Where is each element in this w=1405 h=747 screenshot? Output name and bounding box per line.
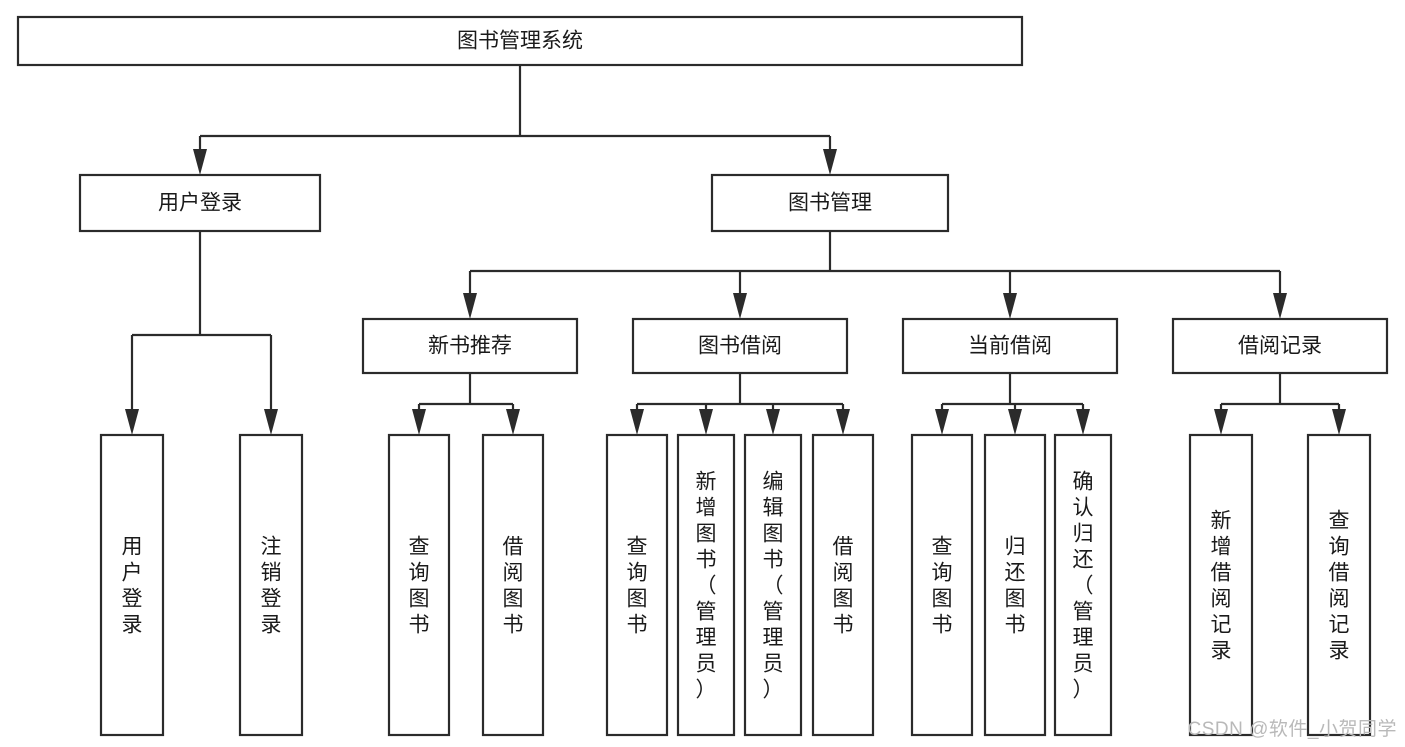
node-box[interactable] xyxy=(361,317,579,375)
node-leaf-query-book-2[interactable]: 查询图书 xyxy=(605,433,669,737)
node-box[interactable] xyxy=(631,317,849,375)
node-label: 查询图书 xyxy=(409,535,430,636)
arrow-head-icon xyxy=(125,409,139,435)
arrow-head-icon xyxy=(766,409,780,435)
node-book-manage[interactable]: 图书管理 xyxy=(710,173,950,233)
connector-group xyxy=(1214,373,1346,435)
watermark-text: CSDN @软件_小贺同学 xyxy=(1187,719,1397,740)
connector-group xyxy=(193,65,837,175)
node-box[interactable] xyxy=(901,317,1119,375)
node-leaf-edit-book[interactable]: 编辑图书（管理员） xyxy=(743,433,803,737)
node-leaf-borrow-book-1[interactable]: 借阅图书 xyxy=(481,433,545,737)
node-label: 查询借阅记录 xyxy=(1329,509,1350,662)
connector-group xyxy=(412,373,520,435)
arrow-head-icon xyxy=(1332,409,1346,435)
node-box[interactable] xyxy=(481,433,545,737)
arrow-head-icon xyxy=(823,149,837,175)
node-box[interactable] xyxy=(387,433,451,737)
node-box[interactable] xyxy=(811,433,875,737)
arrow-head-icon xyxy=(264,409,278,435)
node-box[interactable] xyxy=(910,433,974,737)
arrow-head-icon xyxy=(699,409,713,435)
nodes-layer: 图书管理系统用户登录图书管理新书推荐图书借阅当前借阅借阅记录用户登录注销登录查询… xyxy=(16,15,1389,737)
node-label: 当前借阅 xyxy=(968,335,1052,358)
node-leaf-query-book-3[interactable]: 查询图书 xyxy=(910,433,974,737)
edges-layer xyxy=(125,65,1346,435)
node-label: 注销登录 xyxy=(261,535,282,636)
node-label: 借阅记录 xyxy=(1238,335,1322,358)
node-box[interactable] xyxy=(1053,433,1113,737)
node-box[interactable] xyxy=(1306,433,1372,737)
arrow-head-icon xyxy=(1273,293,1287,319)
node-leaf-confirm-return[interactable]: 确认归还（管理员） xyxy=(1053,433,1113,737)
node-box[interactable] xyxy=(605,433,669,737)
node-box[interactable] xyxy=(1188,433,1254,737)
arrow-head-icon xyxy=(630,409,644,435)
connector-group xyxy=(125,231,278,435)
node-current-borrow[interactable]: 当前借阅 xyxy=(901,317,1119,375)
node-label: 确认归还（管理员） xyxy=(1073,470,1094,701)
node-box[interactable] xyxy=(1171,317,1389,375)
node-box[interactable] xyxy=(743,433,803,737)
node-user-login[interactable]: 用户登录 xyxy=(78,173,322,233)
node-box[interactable] xyxy=(16,15,1024,67)
arrow-head-icon xyxy=(412,409,426,435)
node-leaf-user-logout[interactable]: 注销登录 xyxy=(238,433,304,737)
node-leaf-return-book[interactable]: 归还图书 xyxy=(983,433,1047,737)
node-root[interactable]: 图书管理系统 xyxy=(16,15,1024,67)
node-label: 归还图书 xyxy=(1005,535,1026,636)
node-borrow-record[interactable]: 借阅记录 xyxy=(1171,317,1389,375)
arrow-head-icon xyxy=(1008,409,1022,435)
node-label: 借阅图书 xyxy=(503,535,524,636)
node-label: 新增图书（管理员） xyxy=(696,470,717,701)
node-book-borrow[interactable]: 图书借阅 xyxy=(631,317,849,375)
arrow-head-icon xyxy=(935,409,949,435)
node-leaf-borrow-book-2[interactable]: 借阅图书 xyxy=(811,433,875,737)
node-label: 查询图书 xyxy=(932,535,953,636)
node-label: 新书推荐 xyxy=(428,335,512,358)
node-label: 用户登录 xyxy=(158,192,242,215)
node-box[interactable] xyxy=(238,433,304,737)
node-box[interactable] xyxy=(983,433,1047,737)
node-label: 图书管理系统 xyxy=(457,30,583,53)
node-leaf-user-login[interactable]: 用户登录 xyxy=(99,433,165,737)
node-label: 图书借阅 xyxy=(698,335,782,358)
node-leaf-add-record[interactable]: 新增借阅记录 xyxy=(1188,433,1254,737)
node-leaf-query-record[interactable]: 查询借阅记录 xyxy=(1306,433,1372,737)
node-label: 图书管理 xyxy=(788,192,872,215)
arrow-head-icon xyxy=(1214,409,1228,435)
arrow-head-icon xyxy=(193,149,207,175)
arrow-head-icon xyxy=(463,293,477,319)
node-label: 编辑图书（管理员） xyxy=(763,470,784,701)
node-label: 借阅图书 xyxy=(833,535,854,636)
node-label: 用户登录 xyxy=(122,535,143,636)
node-box[interactable] xyxy=(676,433,736,737)
arrow-head-icon xyxy=(506,409,520,435)
node-label: 新增借阅记录 xyxy=(1211,509,1232,662)
arrow-head-icon xyxy=(733,293,747,319)
arrow-head-icon xyxy=(1076,409,1090,435)
arrow-head-icon xyxy=(836,409,850,435)
node-box[interactable] xyxy=(710,173,950,233)
connector-group xyxy=(935,373,1090,435)
node-box[interactable] xyxy=(78,173,322,233)
connector-group xyxy=(463,231,1287,319)
node-label: 查询图书 xyxy=(627,535,648,636)
arrow-head-icon xyxy=(1003,293,1017,319)
node-leaf-add-book[interactable]: 新增图书（管理员） xyxy=(676,433,736,737)
connector-group xyxy=(630,373,850,435)
node-new-book-rec[interactable]: 新书推荐 xyxy=(361,317,579,375)
node-leaf-query-book-1[interactable]: 查询图书 xyxy=(387,433,451,737)
node-box[interactable] xyxy=(99,433,165,737)
